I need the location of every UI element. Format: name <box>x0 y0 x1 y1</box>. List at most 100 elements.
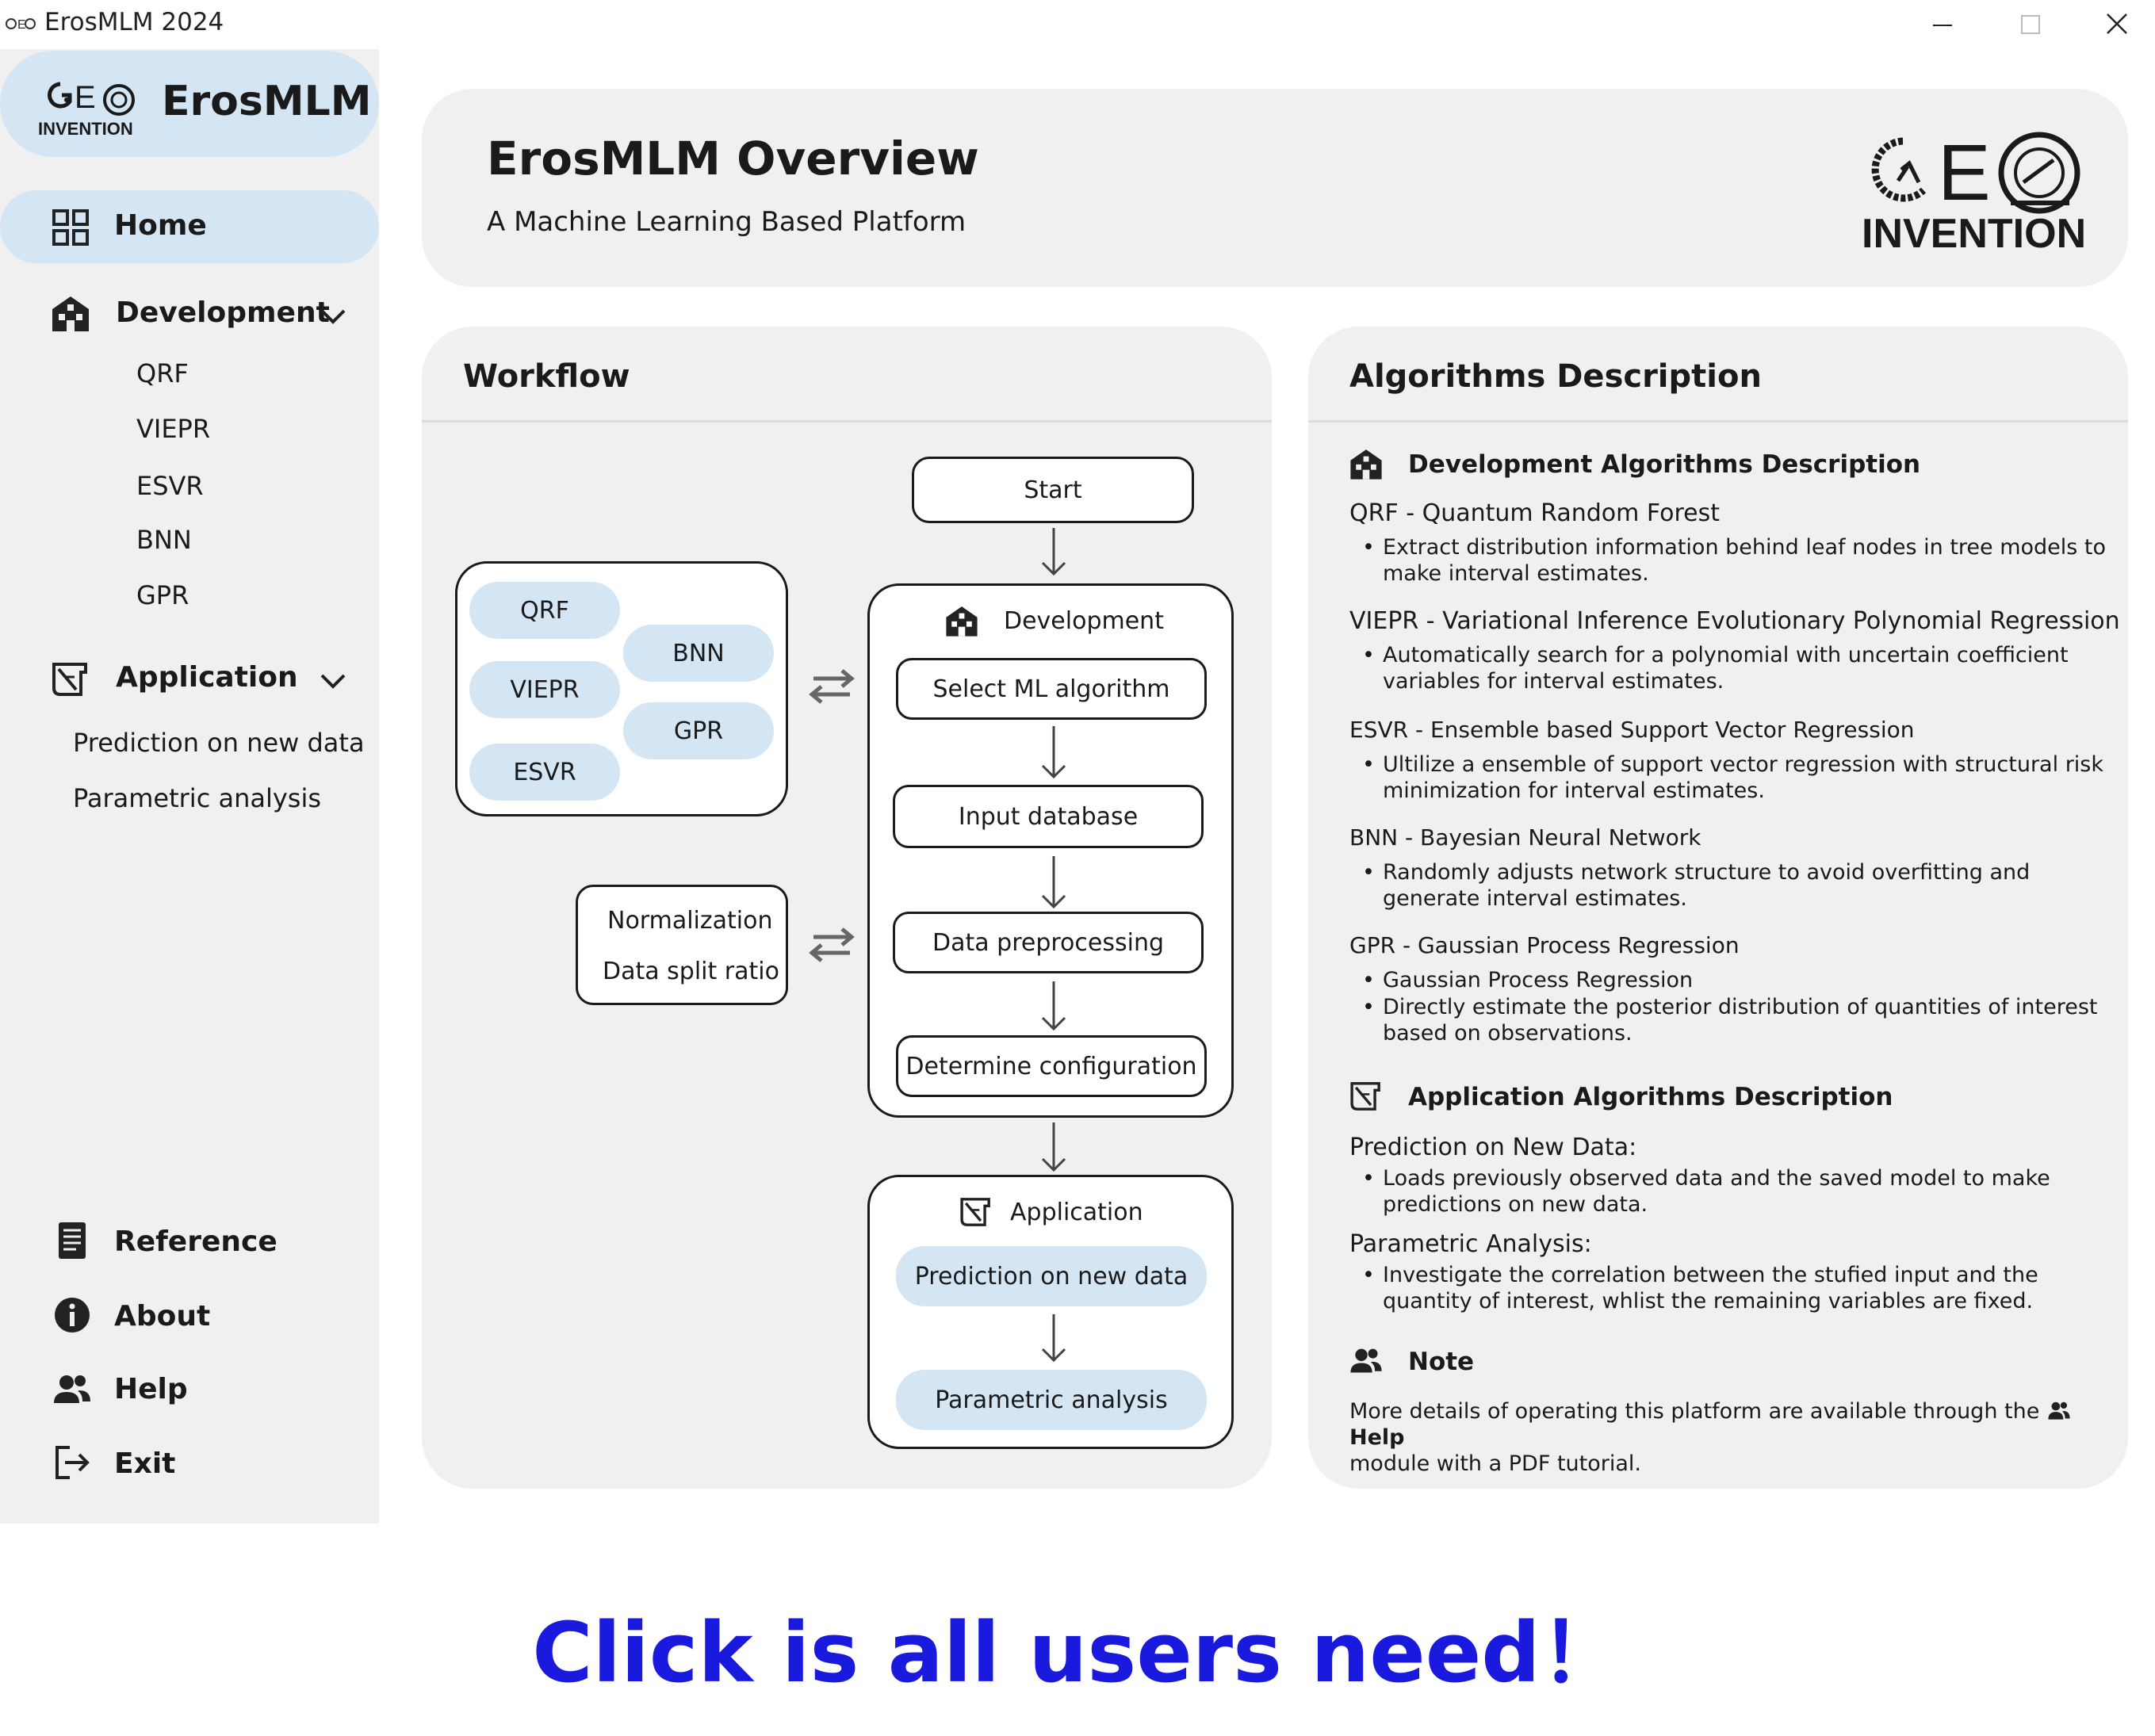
config-normalization: Normalization <box>607 907 773 935</box>
title-bar: E ErosMLM 2024 <box>0 0 2155 49</box>
workflow-pill-viepr: VIEPR <box>469 661 620 718</box>
grid-icon <box>52 209 89 246</box>
slogan-text: Click is all users need！ <box>532 1604 1623 1701</box>
development-desc-heading: Development Algorithms Description <box>1408 450 1921 479</box>
sidebar-item-gpr[interactable]: GPR <box>136 580 189 610</box>
document-icon <box>59 1222 86 1259</box>
application-desc-heading: Application Algorithms Description <box>1408 1083 1893 1111</box>
arrow-down-icon <box>1041 1314 1066 1363</box>
geo-invention-logo-icon: E INVENTION <box>38 80 135 139</box>
alg-bnn-name: BNN - Bayesian Neural Network <box>1349 824 1701 851</box>
application-scroll-icon <box>1350 1082 1380 1111</box>
sidebar-item-development[interactable]: Development <box>116 296 330 329</box>
workflow-step-input: Input database <box>893 785 1204 848</box>
sidebar-item-esvr[interactable]: ESVR <box>136 471 204 501</box>
maximize-icon[interactable] <box>2006 6 2054 43</box>
note-help-link[interactable]: Help <box>1349 1425 1405 1450</box>
sidebar-item-viepr[interactable]: VIEPR <box>136 414 211 444</box>
swap-arrows-icon <box>809 927 855 962</box>
alg-esvr-desc: Ultilize a ensemble of support vector re… <box>1351 751 2112 804</box>
workflow-step-select: Select ML algorithm <box>896 658 1207 720</box>
workflow-step-configuration: Determine configuration <box>896 1035 1207 1097</box>
users-icon <box>1350 1348 1382 1373</box>
app-parametric-desc: Investigate the correlation between the … <box>1351 1262 2112 1314</box>
arrow-down-icon <box>1041 1122 1066 1172</box>
sidebar-item-application[interactable]: Application <box>116 661 298 694</box>
workflow-pill-gpr: GPR <box>623 702 774 759</box>
sidebar-item-home-label: Home <box>114 209 207 242</box>
note-heading: Note <box>1408 1348 1475 1376</box>
sidebar-item-about[interactable]: About <box>114 1300 211 1333</box>
alg-esvr-name: ESVR - Ensemble based Support Vector Reg… <box>1349 717 1915 743</box>
chevron-down-icon[interactable] <box>319 672 347 691</box>
alg-qrf-desc: Extract distribution information behind … <box>1351 534 2112 587</box>
alg-bnn-desc: Randomly adjusts network structure to av… <box>1351 859 2112 912</box>
development-building-icon <box>52 296 89 331</box>
alg-viepr-desc: Automatically search for a polynomial wi… <box>1351 642 2112 694</box>
alg-gpr-desc-2: Directly estimate the posterior distribu… <box>1351 994 2112 1046</box>
app-icon: E <box>6 18 36 32</box>
alg-qrf-name: QRF - Quantum Random Forest <box>1349 499 1720 527</box>
workflow-pill-qrf: QRF <box>469 582 620 639</box>
workflow-step-parametric: Parametric analysis <box>896 1370 1207 1430</box>
sidebar-item-qrf[interactable]: QRF <box>136 358 189 388</box>
brand-header[interactable]: E INVENTION ErosMLM <box>0 51 379 157</box>
alg-gpr-desc-1: Gaussian Process Regression <box>1351 967 2112 993</box>
development-frame-label: Development <box>1004 607 1164 635</box>
arrow-down-icon <box>1041 726 1066 779</box>
svg-text:E: E <box>17 18 26 32</box>
application-scroll-icon <box>960 1198 990 1226</box>
note-text-before: More details of operating this platform … <box>1349 1399 2040 1424</box>
users-icon <box>54 1375 90 1403</box>
brand-name: ErosMLM <box>162 78 372 125</box>
sidebar: E INVENTION ErosMLM Home Development QRF… <box>0 49 379 1524</box>
overview-card <box>422 89 2128 287</box>
close-icon[interactable] <box>2093 6 2141 43</box>
workflow-title: Workflow <box>463 358 630 395</box>
workflow-divider <box>422 420 1272 423</box>
config-data-split: Data split ratio <box>603 958 779 985</box>
exit-icon <box>56 1446 90 1479</box>
workflow-pill-esvr: ESVR <box>469 744 620 801</box>
app-parametric-name: Parametric Analysis: <box>1349 1230 1592 1258</box>
svg-text:E: E <box>1938 128 1991 217</box>
application-scroll-icon <box>52 663 87 696</box>
sidebar-item-bnn[interactable]: BNN <box>136 525 192 555</box>
algorithms-title: Algorithms Description <box>1349 358 1762 395</box>
note-text-after: module with a PDF tutorial. <box>1349 1451 1641 1476</box>
page-title: ErosMLM Overview <box>487 132 979 185</box>
alg-viepr-name: VIEPR - Variational Inference Evolutiona… <box>1349 607 2120 635</box>
sidebar-item-help[interactable]: Help <box>114 1373 188 1405</box>
algorithms-divider <box>1308 420 2128 423</box>
svg-text:E: E <box>75 80 96 115</box>
workflow-pill-bnn: BNN <box>623 625 774 682</box>
sidebar-item-parametric[interactable]: Parametric analysis <box>73 783 322 813</box>
workflow-start-box: Start <box>912 457 1194 523</box>
chevron-down-icon[interactable] <box>319 308 347 327</box>
note-text: More details of operating this platform … <box>1349 1398 2111 1477</box>
arrow-down-icon <box>1041 856 1066 909</box>
users-icon <box>2048 1401 2070 1420</box>
app-prediction-name: Prediction on New Data: <box>1349 1134 1637 1161</box>
app-prediction-desc: Loads previously observed data and the s… <box>1351 1165 2112 1218</box>
workflow-step-prediction: Prediction on new data <box>896 1246 1207 1306</box>
sidebar-item-reference[interactable]: Reference <box>114 1226 278 1258</box>
swap-arrows-icon <box>809 669 855 704</box>
sidebar-item-exit[interactable]: Exit <box>114 1447 176 1480</box>
config-options-frame <box>576 885 788 1005</box>
overview-logo-text: INVENTION <box>1862 211 2086 254</box>
alg-gpr-name: GPR - Gaussian Process Regression <box>1349 932 1740 958</box>
sidebar-item-home[interactable]: Home <box>0 190 379 263</box>
development-building-icon <box>946 606 978 637</box>
info-icon <box>55 1298 90 1333</box>
workflow-step-preprocessing: Data preprocessing <box>893 912 1204 973</box>
arrow-down-icon <box>1041 528 1066 576</box>
arrow-down-icon <box>1041 981 1066 1031</box>
minimize-icon[interactable] <box>1919 6 1966 43</box>
sidebar-item-prediction[interactable]: Prediction on new data <box>73 728 365 758</box>
application-frame-label: Application <box>1010 1199 1143 1226</box>
window-title: ErosMLM 2024 <box>44 8 224 36</box>
page-subtitle: A Machine Learning Based Platform <box>487 206 966 238</box>
development-building-icon <box>1350 449 1382 480</box>
brand-logo-text: INVENTION <box>38 119 133 139</box>
